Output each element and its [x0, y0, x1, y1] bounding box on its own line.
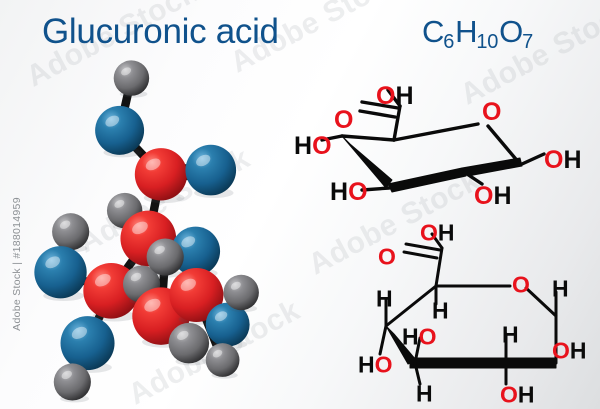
atom-label-ho: HO	[358, 351, 393, 377]
atom-label-oh: OH	[552, 337, 587, 363]
atom-label-h: H	[432, 297, 449, 323]
atom-h-sphere	[53, 363, 91, 403]
formula-carbon-count: 6	[443, 31, 455, 53]
atom-label-oh: OH	[376, 82, 414, 110]
atom-c-sphere	[134, 148, 188, 204]
atom-o-sphere	[185, 144, 237, 198]
atom-label-h: H	[416, 380, 433, 406]
chemical-formula: C6H10O7	[422, 14, 534, 53]
atom-label-oh: OH	[420, 219, 455, 245]
atom-c-sphere	[83, 262, 140, 322]
atom-layer	[34, 60, 259, 403]
formula-oxygen-count: 7	[522, 31, 534, 53]
atom-h-sphere	[168, 322, 210, 366]
atom-h-sphere	[113, 60, 150, 98]
atom-label-ho: HO	[402, 323, 437, 349]
atom-label-h: H	[552, 275, 569, 301]
atom-label-oh: OH	[500, 381, 535, 407]
atom-o-sphere	[34, 246, 87, 302]
stock-watermark: Adobe Stock | #188014959	[11, 197, 23, 331]
atom-label-oh: OH	[544, 146, 582, 174]
ball-and-stick-model	[34, 60, 259, 403]
atom-o-sphere	[60, 316, 115, 373]
formula-carbon: C	[422, 14, 445, 49]
atom-label-ho: HO	[330, 178, 368, 206]
atom-label-o: O	[378, 243, 396, 269]
atom-h-sphere	[146, 238, 184, 278]
formula-oxygen: O	[499, 14, 524, 49]
atom-label-h: H	[502, 321, 519, 347]
atom-label-oh: OH	[474, 182, 512, 207]
atom-o-sphere	[95, 105, 145, 158]
atom-label-o: O	[334, 106, 353, 134]
atom-label-ho: HO	[294, 132, 332, 160]
atom-label-o: O	[512, 271, 530, 297]
formula-hydrogen: H	[455, 14, 478, 49]
page-title: Glucuronic acid	[42, 12, 279, 51]
atom-label-h: H	[376, 285, 393, 311]
atom-o-sphere	[205, 302, 250, 349]
formula-hydrogen-count: 10	[476, 31, 499, 53]
atom-h-sphere	[205, 343, 240, 379]
atom-label-o: O	[482, 98, 501, 126]
atom-h-sphere	[223, 274, 259, 313]
